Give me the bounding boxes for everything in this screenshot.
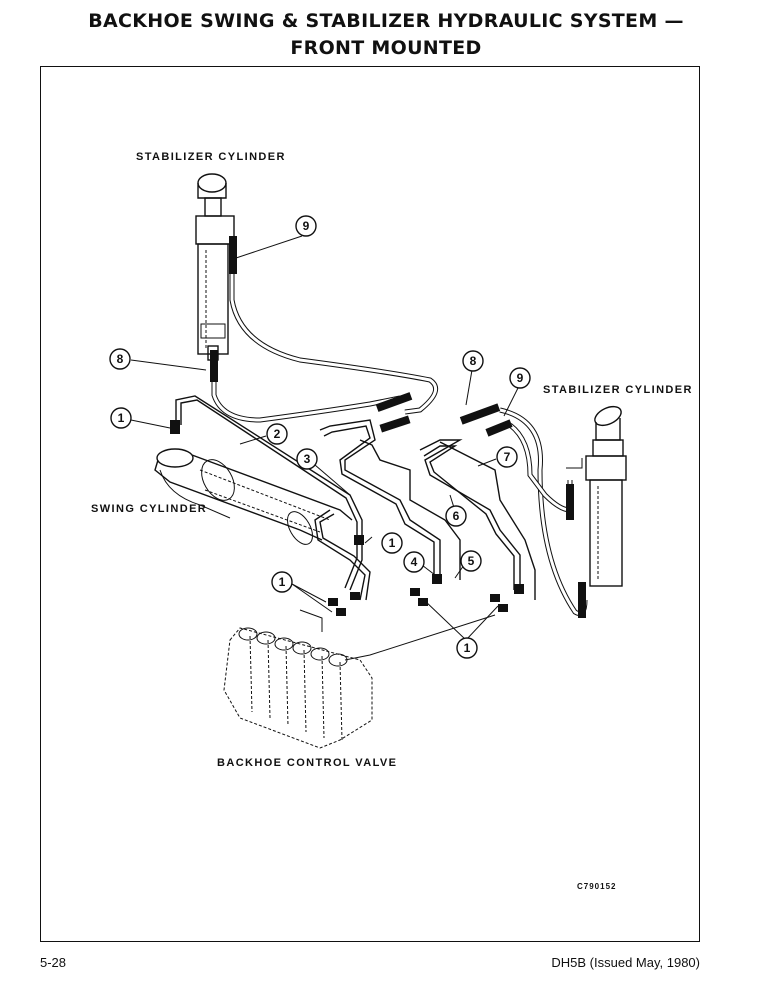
- callout-bubble-1b: 1: [381, 532, 403, 554]
- diagram-frame: [40, 66, 700, 942]
- steel-tubes: [175, 395, 536, 661]
- callout-1b-text: 1: [389, 536, 396, 550]
- page-number: 5-28: [40, 955, 67, 970]
- callout-8a-text: 8: [117, 352, 124, 366]
- label-stabilizer-cylinder-left: STABILIZER CYLINDER: [136, 151, 286, 163]
- label-stabilizer-cylinder-right: STABILIZER CYLINDER: [543, 384, 693, 396]
- callout-bubble-6: 6: [445, 505, 467, 527]
- callout-2-text: 2: [274, 427, 281, 441]
- callout-4-text: 4: [411, 555, 418, 569]
- callout-bubble-9b: 9: [509, 367, 531, 389]
- figure-code: C790152: [577, 882, 616, 891]
- label-swing-cylinder: SWING CYLINDER: [91, 503, 207, 515]
- callout-bubble-5: 5: [460, 550, 482, 572]
- callout-1a-text: 1: [118, 411, 125, 425]
- page-title-line-1: BACKHOE SWING & STABILIZER HYDRAULIC SYS…: [88, 10, 684, 32]
- callout-8b-text: 8: [470, 354, 477, 368]
- callout-6-text: 6: [453, 509, 460, 523]
- swing-cylinder: [154, 448, 353, 545]
- callout-bubble-7: 7: [496, 446, 518, 468]
- callout-bubble-9a: 9: [295, 215, 317, 237]
- fittings: [170, 236, 586, 618]
- callout-5-text: 5: [468, 554, 475, 568]
- label-backhoe-control-valve: BACKHOE CONTROL VALVE: [217, 757, 397, 769]
- left-stabilizer-cylinder: [195, 173, 235, 361]
- callout-bubble-8a: 8: [109, 348, 131, 370]
- callout-3-text: 3: [304, 452, 311, 466]
- document-reference: DH5B (Issued May, 1980): [551, 955, 700, 970]
- callout-bubble-1a: 1: [110, 407, 132, 429]
- callout-7-text: 7: [504, 450, 511, 464]
- callout-9b-text: 9: [517, 371, 524, 385]
- callout-9a-text: 9: [303, 219, 310, 233]
- callout-bubble-4: 4: [403, 551, 425, 573]
- callout-1c-text: 1: [279, 575, 286, 589]
- callout-bubble-1d: 1: [456, 637, 478, 659]
- page-title-line-2: FRONT MOUNTED: [290, 37, 482, 59]
- callout-bubble-8b: 8: [462, 350, 484, 372]
- callout-bubble-2: 2: [266, 423, 288, 445]
- callout-1d-text: 1: [464, 641, 471, 655]
- right-stabilizer-cylinder: [566, 405, 627, 587]
- callout-bubble-3: 3: [296, 448, 318, 470]
- callout-bubble-1c: 1: [271, 571, 293, 593]
- backhoe-control-valve: [223, 627, 373, 749]
- callout-leaders: [130, 235, 519, 641]
